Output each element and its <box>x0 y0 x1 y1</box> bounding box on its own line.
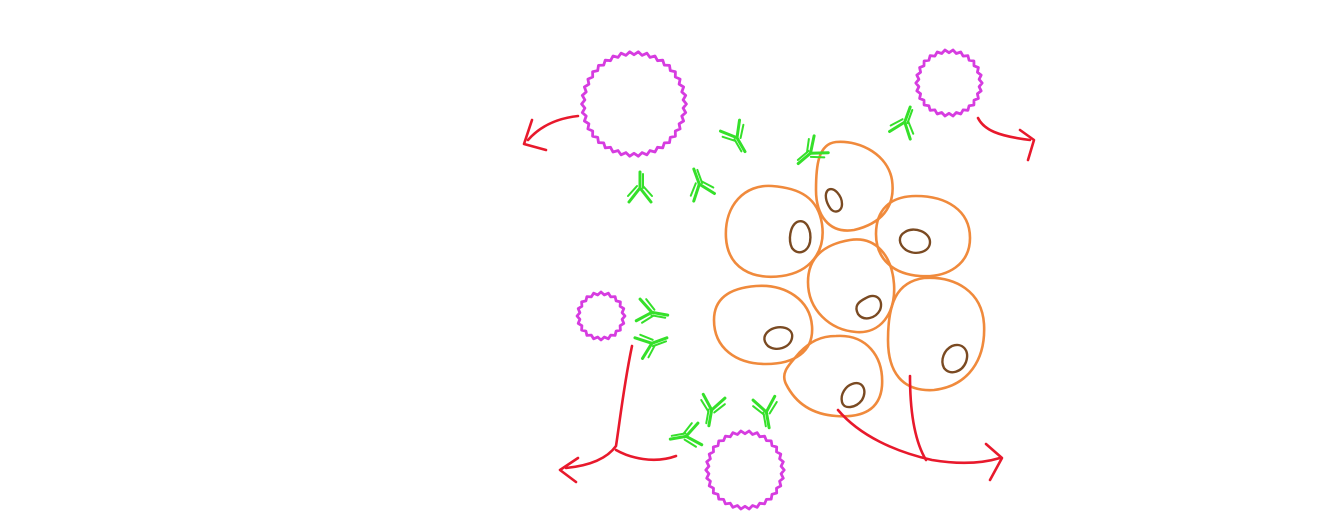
nucleus <box>898 228 932 254</box>
antibody-icon <box>695 392 728 430</box>
tumor-cell <box>712 284 814 366</box>
immune-cells <box>575 48 984 511</box>
nucleus <box>941 343 969 374</box>
antibody-icon <box>887 101 923 141</box>
immune-cell <box>580 50 688 158</box>
tumor-cell <box>724 184 824 279</box>
antibody-icon <box>633 325 673 361</box>
tumor-cell <box>886 276 986 392</box>
curved-arrow-icon <box>976 116 1036 162</box>
arrows <box>522 114 1036 484</box>
immune-cell <box>575 290 627 342</box>
curved-arrow-icon <box>558 344 678 484</box>
immune-cell <box>914 48 984 118</box>
nucleus <box>824 187 844 213</box>
antibody-icon <box>788 133 831 175</box>
nucleus <box>840 381 866 409</box>
antibody-icon <box>634 296 672 329</box>
tumor-cell <box>874 194 972 278</box>
tumor-cell <box>814 140 894 232</box>
tumor-cell <box>806 238 896 334</box>
curved-arrow-icon <box>522 114 580 152</box>
nucleus <box>788 220 812 254</box>
antibody-icon <box>718 118 757 160</box>
curved-arrow-icon <box>836 374 1004 482</box>
antibody-icon <box>626 170 654 204</box>
tumor-cell-cluster <box>712 140 986 418</box>
nucleus <box>763 326 794 350</box>
antibody-icon <box>750 394 783 432</box>
immune-cell <box>704 429 786 511</box>
antibody-icon <box>666 420 704 453</box>
tumor-cell <box>782 334 884 418</box>
antibody-icon <box>681 163 717 203</box>
nucleus <box>855 294 883 320</box>
